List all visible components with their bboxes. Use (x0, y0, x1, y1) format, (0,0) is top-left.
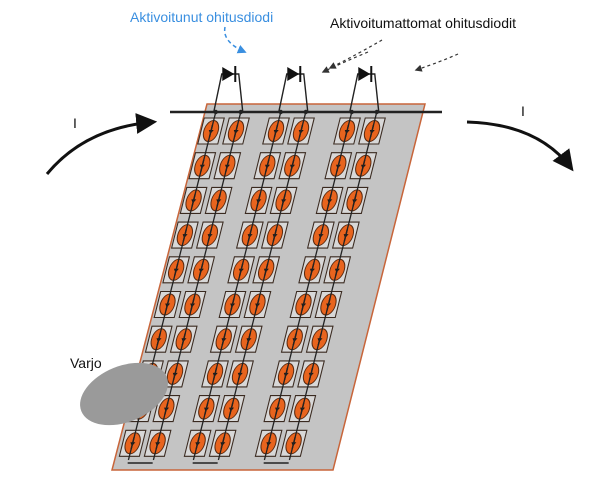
inactive-diode-pointer-2-icon (328, 39, 383, 69)
current-out-arrow-icon (466, 120, 574, 172)
column-wire (263, 111, 353, 461)
junction-dot (374, 109, 379, 115)
junction-dot (238, 109, 243, 115)
current-in-arrow-icon (45, 113, 158, 175)
shadow-label: Varjo (70, 355, 102, 371)
active-diode-label: Aktivoitunut ohitusdiodi (130, 9, 273, 25)
column-wire (217, 111, 307, 461)
current-in-label: I (73, 115, 77, 131)
bypass-diode-icon (358, 66, 373, 82)
bypass-diode-icon (222, 66, 237, 82)
bypass-diode-icon (287, 66, 302, 82)
current-out-label: I (521, 103, 525, 119)
active-diode-pointer-icon (223, 26, 247, 54)
column-wire (192, 111, 282, 461)
inactive-diode-pointer-3-icon (414, 53, 459, 72)
inactive-diodes-label: Aktivoitumattomat ohitusdiodit (330, 15, 516, 31)
inactive-diode-pointer-1-icon (321, 51, 369, 73)
junction-dot (303, 109, 308, 115)
column-wire (152, 111, 242, 461)
bypass-wiring (127, 66, 442, 464)
shadow-ellipse (80, 362, 168, 426)
column-wire (288, 111, 378, 461)
